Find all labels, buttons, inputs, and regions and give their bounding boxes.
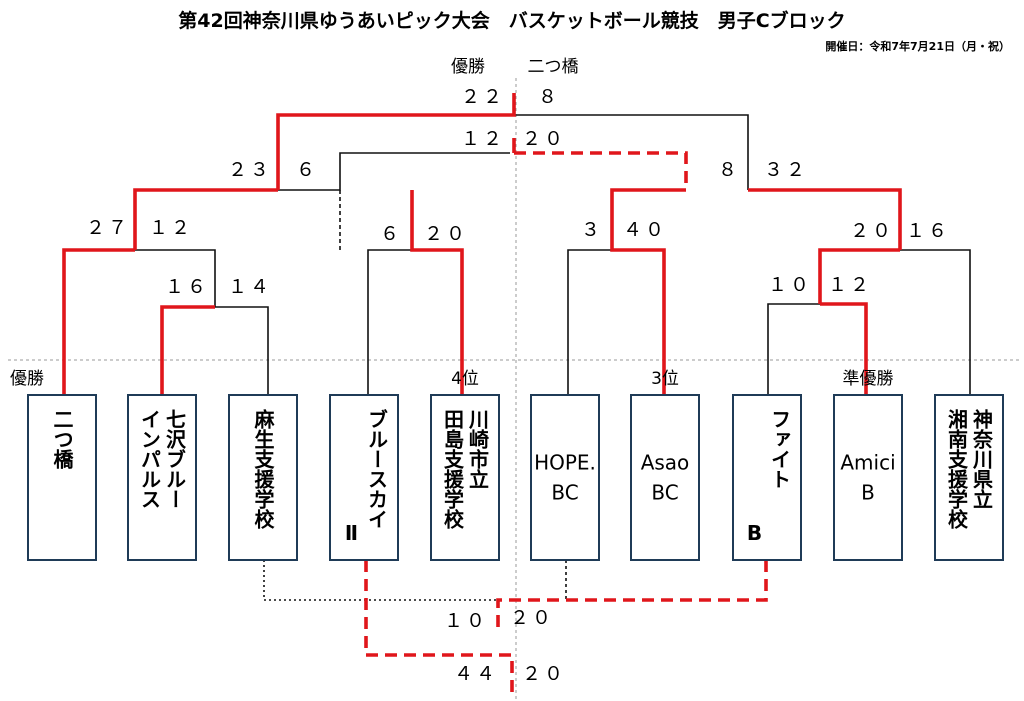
team-rank-label: 優勝 [10,369,44,389]
team-box [228,394,298,561]
win-semi-dashed [514,151,688,190]
score-rq-right: ３２ [764,159,808,181]
line-l2-right [215,306,269,395]
date-line: 開催日：令和7年7月21日（月・祝） [825,39,1010,53]
win-lq [133,188,278,250]
team-name-line: B [861,481,875,505]
win-l1 [62,248,135,395]
bottom-dotted-line [263,560,496,601]
score-rq-left: ８ [718,159,740,181]
team-name-line: 神奈川県立 [970,408,994,509]
team-name-line: 湘南支援学校 [945,408,969,530]
team-6: HOPE. BC [530,394,600,561]
score-l1-left: ２７ [86,217,130,239]
score-l1-right: １２ [149,217,193,239]
team-name-line: 二つ橋 [50,409,74,470]
score-m1-left: ６ [380,223,402,245]
score-r1-right: １６ [906,220,950,242]
team-name-line: Asao [641,451,690,475]
score-r2-right: １２ [828,274,872,296]
score-b1-left: １０ [444,610,488,632]
team-name-line: Amici [840,451,895,475]
score-l2-right: １４ [228,276,272,298]
team-name-line: BC [551,481,578,505]
score-semi-left: １２ [461,128,505,150]
team-box [833,394,903,561]
team-name-line: 川崎市立 [466,409,490,489]
team-box [430,394,500,561]
score-final-right: ８ [538,86,560,108]
score-m1-right: ２０ [424,223,468,245]
team-name-line: 田島支援学校 [441,409,465,530]
team-box [934,394,1004,561]
team-name-line: HOPE. [534,451,596,475]
bottom-red-b2 [364,560,514,692]
team-name-line: BC [651,481,678,505]
line-final-right [514,114,749,190]
line-l1-right [135,249,216,307]
score-m2-right: ４０ [623,219,667,241]
team-name-line: インパルス [138,409,162,509]
score-m2-left: ３ [581,219,603,241]
win-m2 [610,188,686,395]
team-4: ブルースカイ Ⅱ [329,394,399,561]
score-b2-right: ２０ [522,663,566,685]
line-lq-right [278,152,510,191]
page-title: 第42回神奈川県ゆうあいピック大会 バスケットボール競技 男子Cブロック [178,9,845,32]
score-l2-left: １６ [165,276,209,298]
scores: ２２ ８ １２ ２０ ２３ ６ ８ ３２ ２７ １２ １６ １４ ６ ２０ ３ … [86,86,950,685]
team-rank-label: 4位 [451,369,479,389]
bracket-lines [135,114,971,395]
score-semi-right: ２０ [522,128,566,150]
team-boxes: 優勝二つ橋七沢ブルーインパルス麻生支援学校ブルースカイⅡ4位川崎市立田島支援学校… [10,369,1004,561]
line-r1-right [900,249,971,395]
line-r2-left [767,303,820,395]
score-final-left: ２２ [461,86,505,108]
team-name-line: 麻生支援学校 [251,408,275,530]
team-box [732,394,802,561]
team-box [329,394,399,561]
team-box [127,394,197,561]
score-r1-left: ２０ [850,220,894,242]
team-box [27,394,97,561]
team-box [630,394,700,561]
winner-lines [62,93,902,395]
team-8: ファイト B [732,394,802,561]
win-l2 [160,305,215,395]
score-lq-right: ６ [296,159,318,181]
team-name-line: Ⅱ [345,521,358,545]
team-name-line: ブルースカイ [365,408,389,529]
team-name-line: B [747,521,762,545]
champion-name: 二つ橋 [528,57,579,77]
score-r2-left: １０ [768,274,812,296]
team-3: 麻生支援学校 [228,394,298,561]
line-m1-left [367,249,412,395]
win-champion [276,93,516,190]
bottom-red-b1 [496,560,768,632]
team-rank-label: 準優勝 [843,369,894,389]
win-rq [748,188,902,250]
line-m2-left [567,249,612,395]
team-rank-label: 3位 [651,369,679,389]
win-r2 [820,302,868,395]
win-m1 [410,190,464,395]
team-name-line: ファイト [768,409,792,489]
team-box [530,394,600,561]
score-b2-left: ４４ [454,663,498,685]
team-name-line: 七沢ブルー [163,409,187,509]
score-lq-left: ２３ [228,159,272,181]
score-b1-right: ２０ [510,607,554,629]
win-r1 [818,248,900,304]
champion-label: 優勝 [451,57,485,77]
